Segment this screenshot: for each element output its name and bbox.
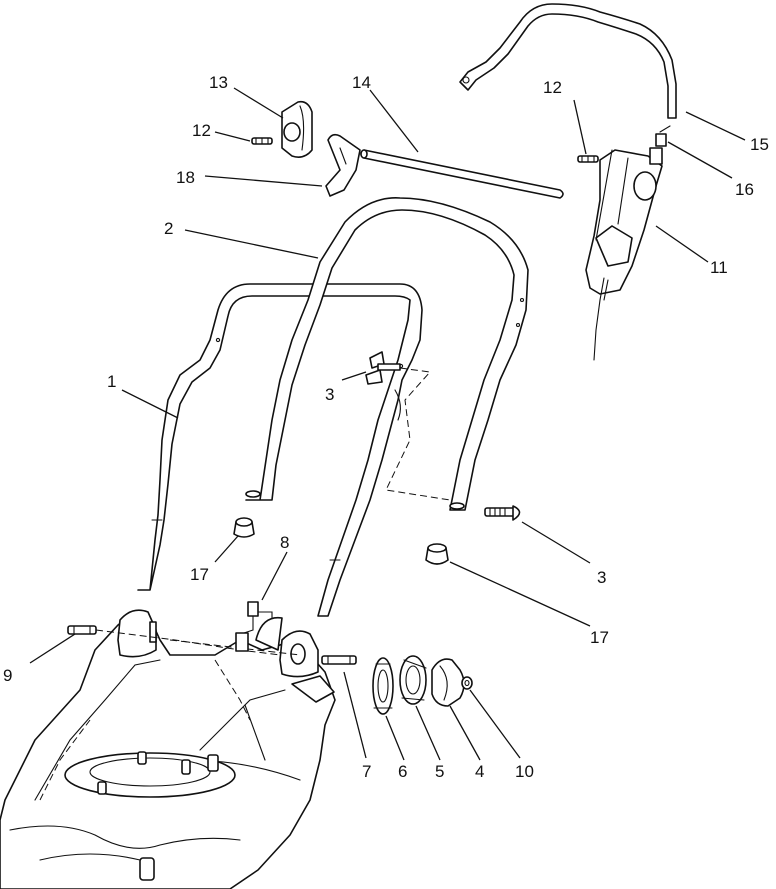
hub-nut <box>461 676 473 690</box>
callout-17-right: 17 <box>590 628 609 647</box>
callout-4: 4 <box>475 762 484 781</box>
axle-centerline <box>95 629 281 656</box>
handle-plug-left <box>233 517 255 538</box>
handle-knob-upper <box>365 351 401 385</box>
callout-12-right: 12 <box>543 78 562 97</box>
callout-7: 7 <box>362 762 371 781</box>
callout-10: 10 <box>515 762 534 781</box>
callout-13: 13 <box>209 73 228 92</box>
wheel-bearing <box>399 655 427 705</box>
handle-plug-right <box>425 543 449 565</box>
screw-upper-right <box>577 155 599 163</box>
leader-lines <box>29 87 746 761</box>
mower-deck <box>0 609 336 889</box>
callout-6: 6 <box>398 762 407 781</box>
callout-2: 2 <box>164 219 173 238</box>
handle-clip <box>281 100 313 158</box>
callout-9: 9 <box>3 666 12 685</box>
wheel-hub-cap <box>431 658 465 707</box>
callout-18: 18 <box>176 168 195 187</box>
operator-rod <box>360 149 564 199</box>
callout-15: 15 <box>750 135 769 154</box>
wheel-gear <box>372 657 394 715</box>
knob-path <box>385 367 451 501</box>
callout-labels: 1 2 3 3 4 5 6 7 8 9 10 11 12 12 13 14 15… <box>3 73 769 781</box>
cable-lever <box>325 133 361 197</box>
callout-8: 8 <box>280 533 289 552</box>
pivot-pin-left <box>67 625 97 635</box>
callout-16: 16 <box>735 180 754 199</box>
height-adjust-bracket <box>235 601 283 652</box>
callout-12-left: 12 <box>192 121 211 140</box>
callout-17-left: 17 <box>190 565 209 584</box>
callout-3-bolt: 3 <box>597 568 606 587</box>
switch-housing <box>585 147 663 361</box>
carriage-bolt <box>484 505 521 521</box>
upper-handle <box>245 197 529 511</box>
clip-connector <box>655 125 671 147</box>
pivot-pin-right <box>321 655 357 665</box>
callout-1: 1 <box>107 372 116 391</box>
callout-11: 11 <box>710 258 728 277</box>
screw-upper-left <box>251 137 273 145</box>
callout-14: 14 <box>352 73 371 92</box>
callout-5: 5 <box>435 762 444 781</box>
bail-lever <box>459 3 677 119</box>
callout-3-knob: 3 <box>325 385 334 404</box>
